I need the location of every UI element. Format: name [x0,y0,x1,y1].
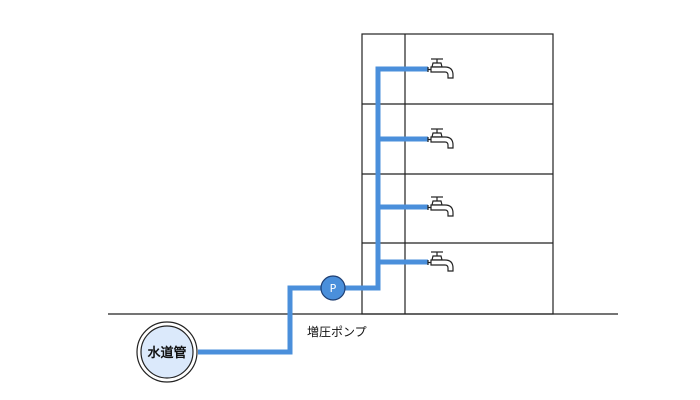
building [361,33,554,315]
faucet-icon [427,251,454,272]
pipe-network [198,66,428,355]
pump-icon: P [320,275,346,301]
pump-label: 増圧ポンプ [307,325,367,339]
faucet-icon [427,196,454,217]
pump-symbol: P [330,282,337,295]
faucet-icon [427,128,454,149]
water-main-label: 水道管 [147,345,186,361]
faucet-icon [427,58,454,79]
water-main-icon: 水道管 [136,321,198,383]
supply-pipe [198,66,428,355]
